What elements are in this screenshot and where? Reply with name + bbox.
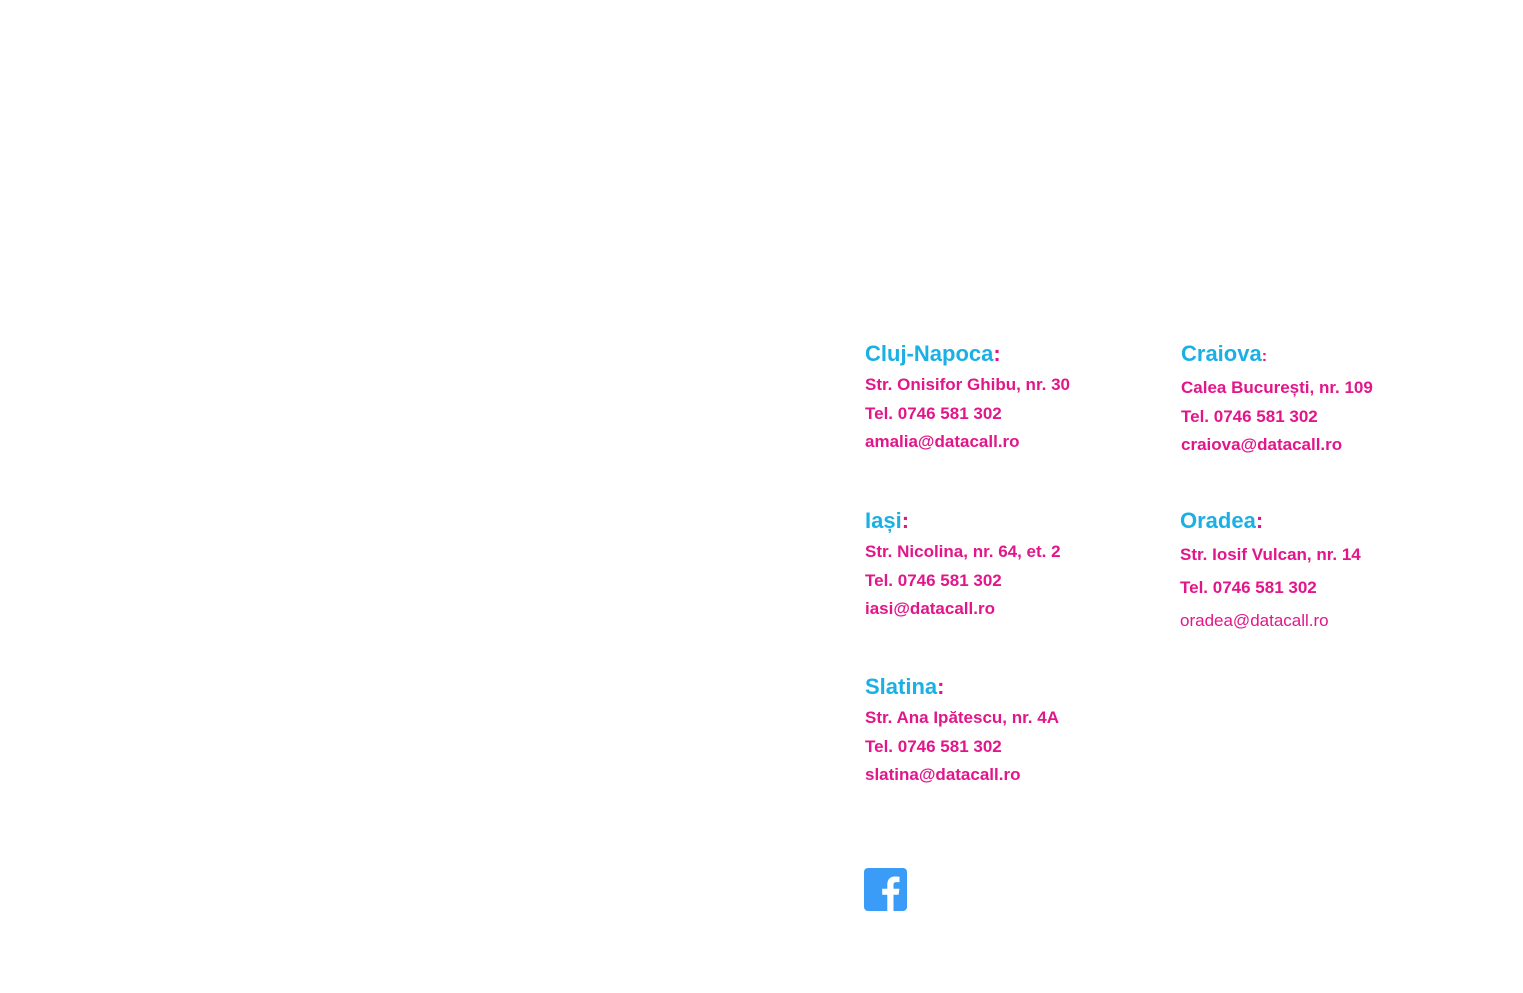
office-phone: Tel. 0746 581 302 (865, 403, 1002, 423)
office-slatina: Slatina: Str. Ana Ipătescu, nr. 4A Tel. … (865, 674, 1145, 790)
office-phone: Tel. 0746 581 302 (1180, 578, 1317, 597)
city-name: Slatina (865, 674, 938, 699)
office-phone: Tel. 0746 581 302 (865, 570, 1002, 590)
office-address: Str. Iosif Vulcan, nr. 14 (1180, 545, 1361, 564)
office-address: Str. Ana Ipătescu, nr. 4A (865, 708, 1059, 727)
office-city-title: Slatina: (865, 674, 1145, 700)
office-email-row: slatina@datacall.ro (865, 761, 1145, 790)
office-email-link[interactable]: amalia@datacall.ro (865, 432, 1020, 451)
city-name: Oradea (1180, 508, 1256, 533)
office-city-title: Craiova: (1181, 341, 1461, 370)
office-email-link[interactable]: oradea@datacall.ro (1180, 611, 1329, 630)
office-address: Str. Nicolina, nr. 64, et. 2 (865, 542, 1061, 561)
city-name: Iași (865, 508, 902, 533)
facebook-icon (864, 868, 907, 911)
city-colon: : (937, 674, 945, 699)
office-address: Calea București, nr. 109 (1181, 378, 1373, 397)
office-address: Str. Onisifor Ghibu, nr. 30 (865, 375, 1070, 394)
office-email-row: oradea@datacall.ro (1180, 604, 1460, 637)
office-email-row: craiova@datacall.ro (1181, 431, 1461, 460)
office-city-title: Iași: (865, 508, 1145, 534)
office-email-row: iasi@datacall.ro (865, 595, 1145, 624)
city-colon: : (901, 508, 910, 533)
office-email-link[interactable]: craiova@datacall.ro (1181, 435, 1343, 454)
office-craiova: Craiova: Calea București, nr. 109 Tel. 0… (1181, 341, 1461, 460)
office-email-link[interactable]: iasi@datacall.ro (865, 599, 995, 618)
office-iasi: Iași: Str. Nicolina, nr. 64, et. 2 Tel. … (865, 508, 1145, 624)
city-colon: : (1261, 348, 1268, 365)
city-colon: : (1255, 508, 1264, 533)
office-city-title: Cluj-Napoca: (865, 341, 1145, 367)
office-city-title: Oradea: (1180, 508, 1460, 534)
office-email-link[interactable]: slatina@datacall.ro (865, 765, 1021, 784)
facebook-link[interactable] (864, 868, 907, 911)
office-email-row: amalia@datacall.ro (865, 428, 1145, 457)
city-name: Craiova (1181, 341, 1262, 366)
office-oradea: Oradea: Str. Iosif Vulcan, nr. 14 Tel. 0… (1180, 508, 1460, 637)
city-colon: : (993, 341, 1001, 366)
office-phone: Tel. 0746 581 302 (865, 736, 1002, 756)
office-cluj-napoca: Cluj-Napoca: Str. Onisifor Ghibu, nr. 30… (865, 341, 1145, 457)
city-name: Cluj-Napoca (865, 341, 994, 366)
office-phone: Tel. 0746 581 302 (1181, 406, 1318, 426)
